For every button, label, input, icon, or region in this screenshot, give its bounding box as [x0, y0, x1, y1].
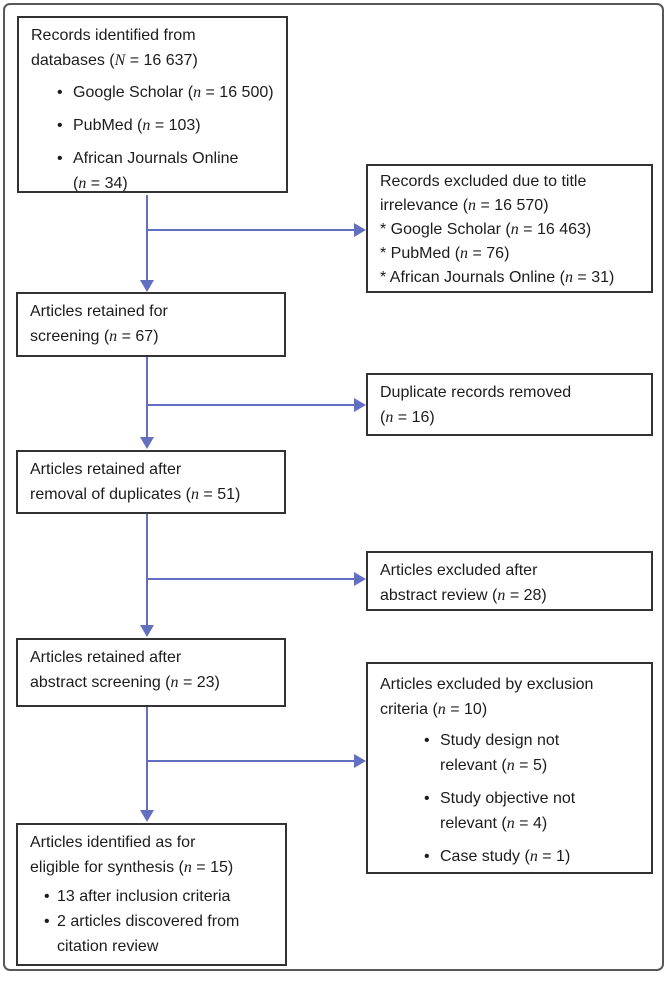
box-eligible: Articles identified as for eligible for … [16, 823, 287, 966]
arrow-to-duplicates-removed [146, 398, 366, 412]
bullet-line: relevant (n = 4) [440, 815, 548, 832]
arrow-identification-to-screening [140, 195, 154, 292]
bullet-line: relevant (n = 5) [440, 757, 548, 774]
duplicates-line: (n = 16) [380, 409, 435, 426]
bullet-line: citation review [57, 938, 159, 955]
star-item: * Google Scholar (n = 16 463) [380, 221, 592, 238]
identification-line: databases (N = 16 637) [31, 52, 198, 69]
after-duplicates-line: Articles retained after [30, 461, 182, 478]
eligible-line: eligible for synthesis (n = 15) [30, 859, 234, 876]
bullet-item: • PubMed (n = 103) [57, 113, 278, 138]
bullet-item: • African Journals Online (n = 34) [57, 146, 278, 196]
criteria-line: Articles excluded by exclusion [380, 676, 594, 693]
arrow-screening-to-after-duplicates [140, 357, 154, 449]
arrow-to-title-exclusion [146, 223, 366, 237]
bullet-glyph: • [424, 790, 430, 807]
bullet-glyph: • [424, 732, 430, 749]
after-abstract-line: Articles retained after [30, 649, 182, 666]
abstract-excluded-line: Articles excluded after [380, 562, 538, 579]
bullet-glyph: • [57, 117, 63, 134]
bullet-glyph: • [424, 848, 430, 865]
bullet-line: (n = 34) [73, 175, 128, 192]
title-exclusion-items: * Google Scholar (n = 16 463) * PubMed (… [380, 218, 643, 290]
duplicates-line: Duplicate records removed [380, 384, 572, 401]
eligible-line: Articles identified as for [30, 834, 196, 851]
bullet-item: • 2 articles discovered from citation re… [44, 909, 277, 959]
identification-bullets: • Google Scholar (n = 16 500) • PubMed (… [31, 80, 278, 196]
bullet-glyph: • [44, 888, 50, 905]
after-duplicates-line: removal of duplicates (n = 51) [30, 486, 241, 503]
arrow-to-abstract-excluded [146, 572, 366, 586]
box-abstract-excluded: Articles excluded after abstract review … [366, 551, 653, 611]
bullet-line: 2 articles discovered from [57, 913, 240, 930]
bullet-line: 13 after inclusion criteria [57, 888, 231, 905]
screening-line: Articles retained for [30, 303, 168, 320]
bullet-line: Study objective not [440, 790, 576, 807]
bullet-item: • Case study (n = 1) [424, 844, 643, 869]
box-duplicates-removed: Duplicate records removed (n = 16) [366, 373, 653, 436]
box-screening: Articles retained for screening (n = 67) [16, 292, 286, 357]
box-title-exclusion: Records excluded due to title irrelevanc… [366, 164, 653, 293]
criteria-line: criteria (n = 10) [380, 701, 488, 718]
title-exclusion-line: irrelevance (n = 16 570) [380, 197, 549, 214]
box-criteria-excluded: Articles excluded by exclusion criteria … [366, 662, 653, 874]
bullet-line: Study design not [440, 732, 560, 749]
star-item: * African Journals Online (n = 31) [380, 269, 615, 286]
arrow-to-criteria-excluded [146, 754, 366, 768]
bullet-line: PubMed (n = 103) [73, 117, 201, 134]
box-after-duplicates: Articles retained after removal of dupli… [16, 450, 286, 514]
screening-line: screening (n = 67) [30, 328, 159, 345]
criteria-bullets: • Study design not relevant (n = 5) • St… [380, 728, 643, 869]
after-abstract-line: abstract screening (n = 23) [30, 674, 220, 691]
bullet-glyph: • [44, 913, 50, 930]
bullet-item: • Google Scholar (n = 16 500) [57, 80, 278, 105]
title-exclusion-line: Records excluded due to title [380, 173, 587, 190]
abstract-excluded-line: abstract review (n = 28) [380, 587, 547, 604]
arrow-after-abstract-to-eligible [140, 707, 154, 822]
bullet-line: African Journals Online [73, 150, 239, 167]
identification-line: Records identified from [31, 27, 196, 44]
box-identification: Records identified from databases (N = 1… [17, 16, 288, 193]
bullet-glyph: • [57, 150, 63, 167]
bullet-line: Google Scholar (n = 16 500) [73, 84, 274, 101]
bullet-glyph: • [57, 84, 63, 101]
star-item: * PubMed (n = 76) [380, 245, 510, 262]
box-after-abstract: Articles retained after abstract screeni… [16, 638, 286, 707]
arrow-after-duplicates-to-after-abstract [140, 514, 154, 637]
bullet-item: • Study design not relevant (n = 5) [424, 728, 643, 778]
eligible-bullets: • 13 after inclusion criteria • 2 articl… [30, 884, 277, 959]
bullet-item: • 13 after inclusion criteria [44, 884, 277, 909]
bullet-line: Case study (n = 1) [440, 848, 571, 865]
bullet-item: • Study objective not relevant (n = 4) [424, 786, 643, 836]
